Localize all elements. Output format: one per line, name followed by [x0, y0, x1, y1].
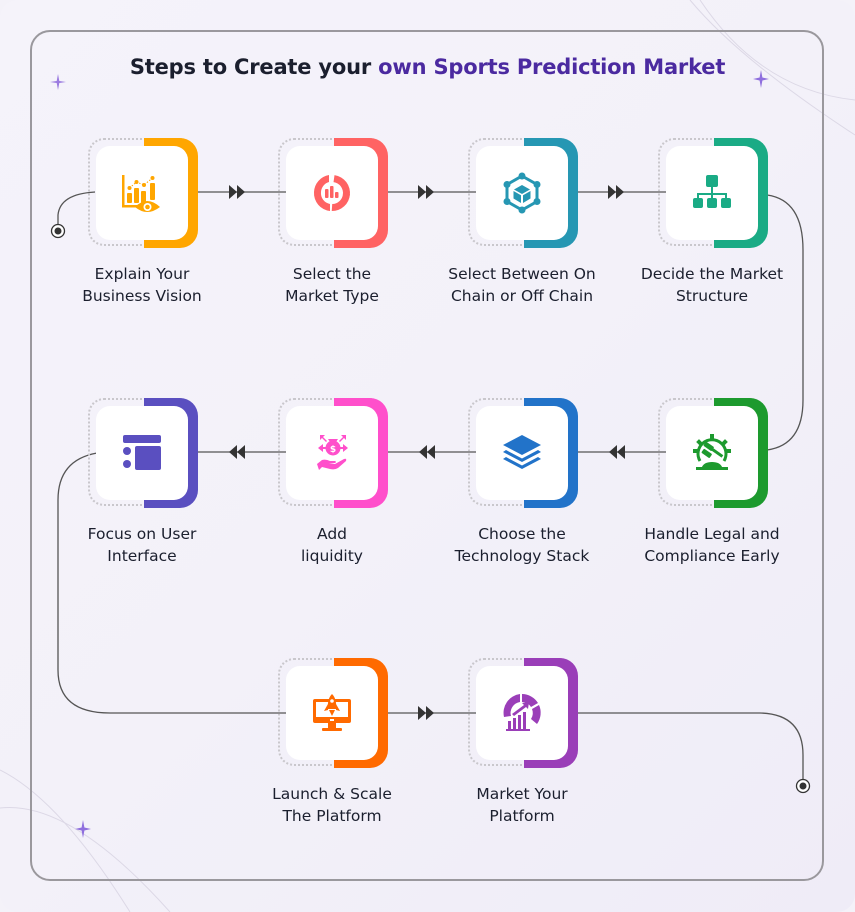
content-frame — [30, 30, 824, 881]
ui-layout-icon — [123, 435, 161, 470]
gavel-gear-icon — [693, 434, 731, 470]
double-arrow-right-icon — [418, 185, 434, 199]
money-bag-hand-icon: $ — [317, 435, 348, 470]
start-node-icon — [50, 223, 66, 239]
step-card-1 — [88, 138, 198, 248]
blockchain-cube-icon — [503, 172, 541, 214]
growth-chart-icon — [503, 694, 541, 731]
end-node-icon — [795, 778, 811, 794]
double-arrow-left-icon — [609, 445, 625, 459]
double-arrow-right-icon — [418, 706, 434, 720]
step-card-7: $ — [278, 398, 388, 508]
step-card-6 — [468, 398, 578, 508]
page-title: Steps to Create your own Sports Predicti… — [0, 55, 855, 79]
title-accent: own Sports Prediction Market — [378, 55, 726, 79]
sparkle-icon — [75, 820, 91, 838]
svg-text:$: $ — [330, 445, 336, 455]
double-arrow-right-icon — [229, 185, 245, 199]
step-card-8 — [88, 398, 198, 508]
title-prefix: Steps to Create your — [129, 55, 379, 79]
double-arrow-right-icon — [608, 185, 624, 199]
step-card-5 — [658, 398, 768, 508]
step-card-9 — [278, 658, 388, 768]
layers-icon — [503, 435, 541, 469]
hierarchy-icon — [693, 175, 731, 208]
double-arrow-left-icon — [229, 445, 245, 459]
sparkle-icon — [753, 70, 769, 88]
sparkle-icon — [50, 74, 66, 90]
donut-chart-icon — [313, 175, 350, 212]
step-card-10 — [468, 658, 578, 768]
double-arrow-left-icon — [419, 445, 435, 459]
step-card-2 — [278, 138, 388, 248]
chart-eye-icon — [122, 175, 160, 212]
rocket-monitor-icon — [313, 694, 351, 731]
step-card-4 — [658, 138, 768, 248]
step-card-3 — [468, 138, 578, 248]
